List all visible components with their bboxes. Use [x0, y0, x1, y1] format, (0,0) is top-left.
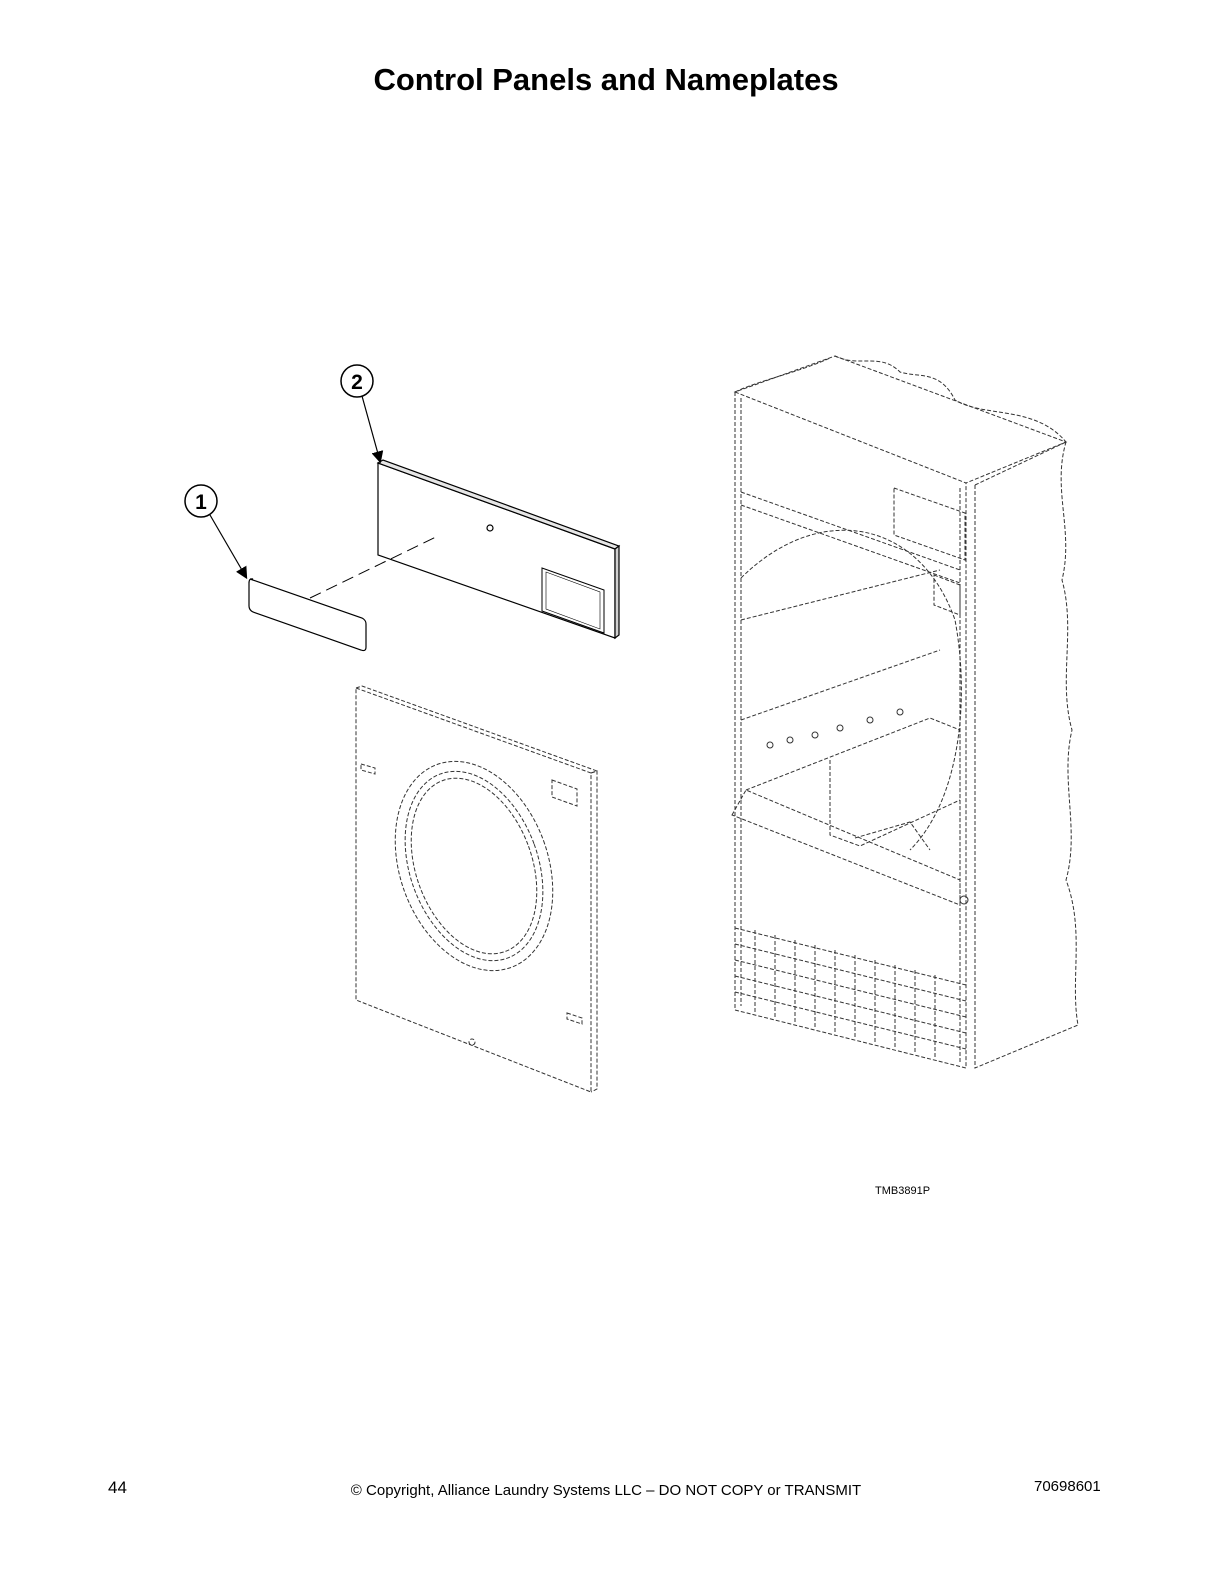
copyright-notice: © Copyright, Alliance Laundry Systems LL… [350, 1482, 862, 1499]
nameplate-part [248, 578, 367, 652]
callout-1-label: 1 [195, 491, 207, 514]
document-number: 70698601 [1034, 1478, 1101, 1495]
callout-1 [184, 484, 248, 580]
cabinet-details [766, 708, 969, 905]
control-panel-part [376, 459, 621, 640]
callout-2 [340, 364, 384, 464]
dryer-cabinet-outline [731, 355, 1079, 1069]
page-number: 44 [108, 1478, 127, 1497]
page-title: Control Panels and Nameplates [373, 62, 839, 97]
callout-2-label: 2 [351, 371, 363, 394]
figure-code: TMB3891P [875, 1185, 931, 1197]
front-panel-outline [355, 685, 599, 1093]
